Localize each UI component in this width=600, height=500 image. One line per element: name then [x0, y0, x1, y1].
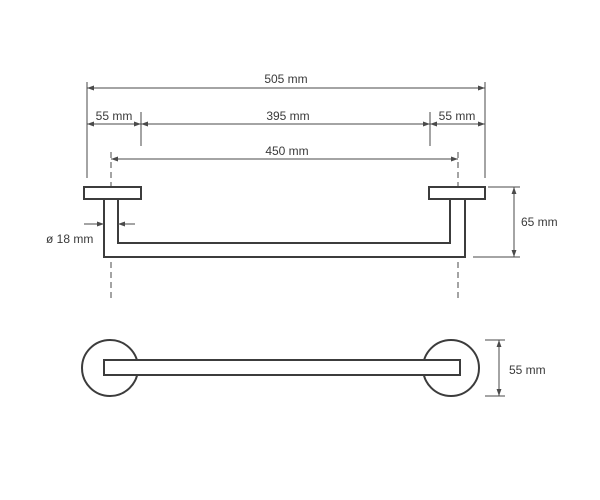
projection-label: 65 mm	[521, 215, 558, 229]
inner-span-label: 395 mm	[266, 109, 309, 123]
left-wall-rosette	[83, 186, 142, 200]
rosette-diameter-label: 55 mm	[509, 363, 546, 377]
right-wall-rosette	[428, 186, 486, 200]
center-distance-label: 450 mm	[265, 144, 308, 158]
left-rosette-label: 55 mm	[96, 109, 133, 123]
rail-tube	[103, 195, 466, 258]
top-view: 55 mm	[81, 339, 546, 397]
overall-length-label: 505 mm	[264, 72, 307, 86]
right-rosette-label: 55 mm	[439, 109, 476, 123]
tube-diameter-label: ø 18 mm	[46, 232, 93, 246]
rail-bar-top-view	[103, 359, 461, 376]
side-view: 505 mm 55 mm 395 mm 55 mm 450 mm ø 18 mm…	[46, 72, 558, 298]
